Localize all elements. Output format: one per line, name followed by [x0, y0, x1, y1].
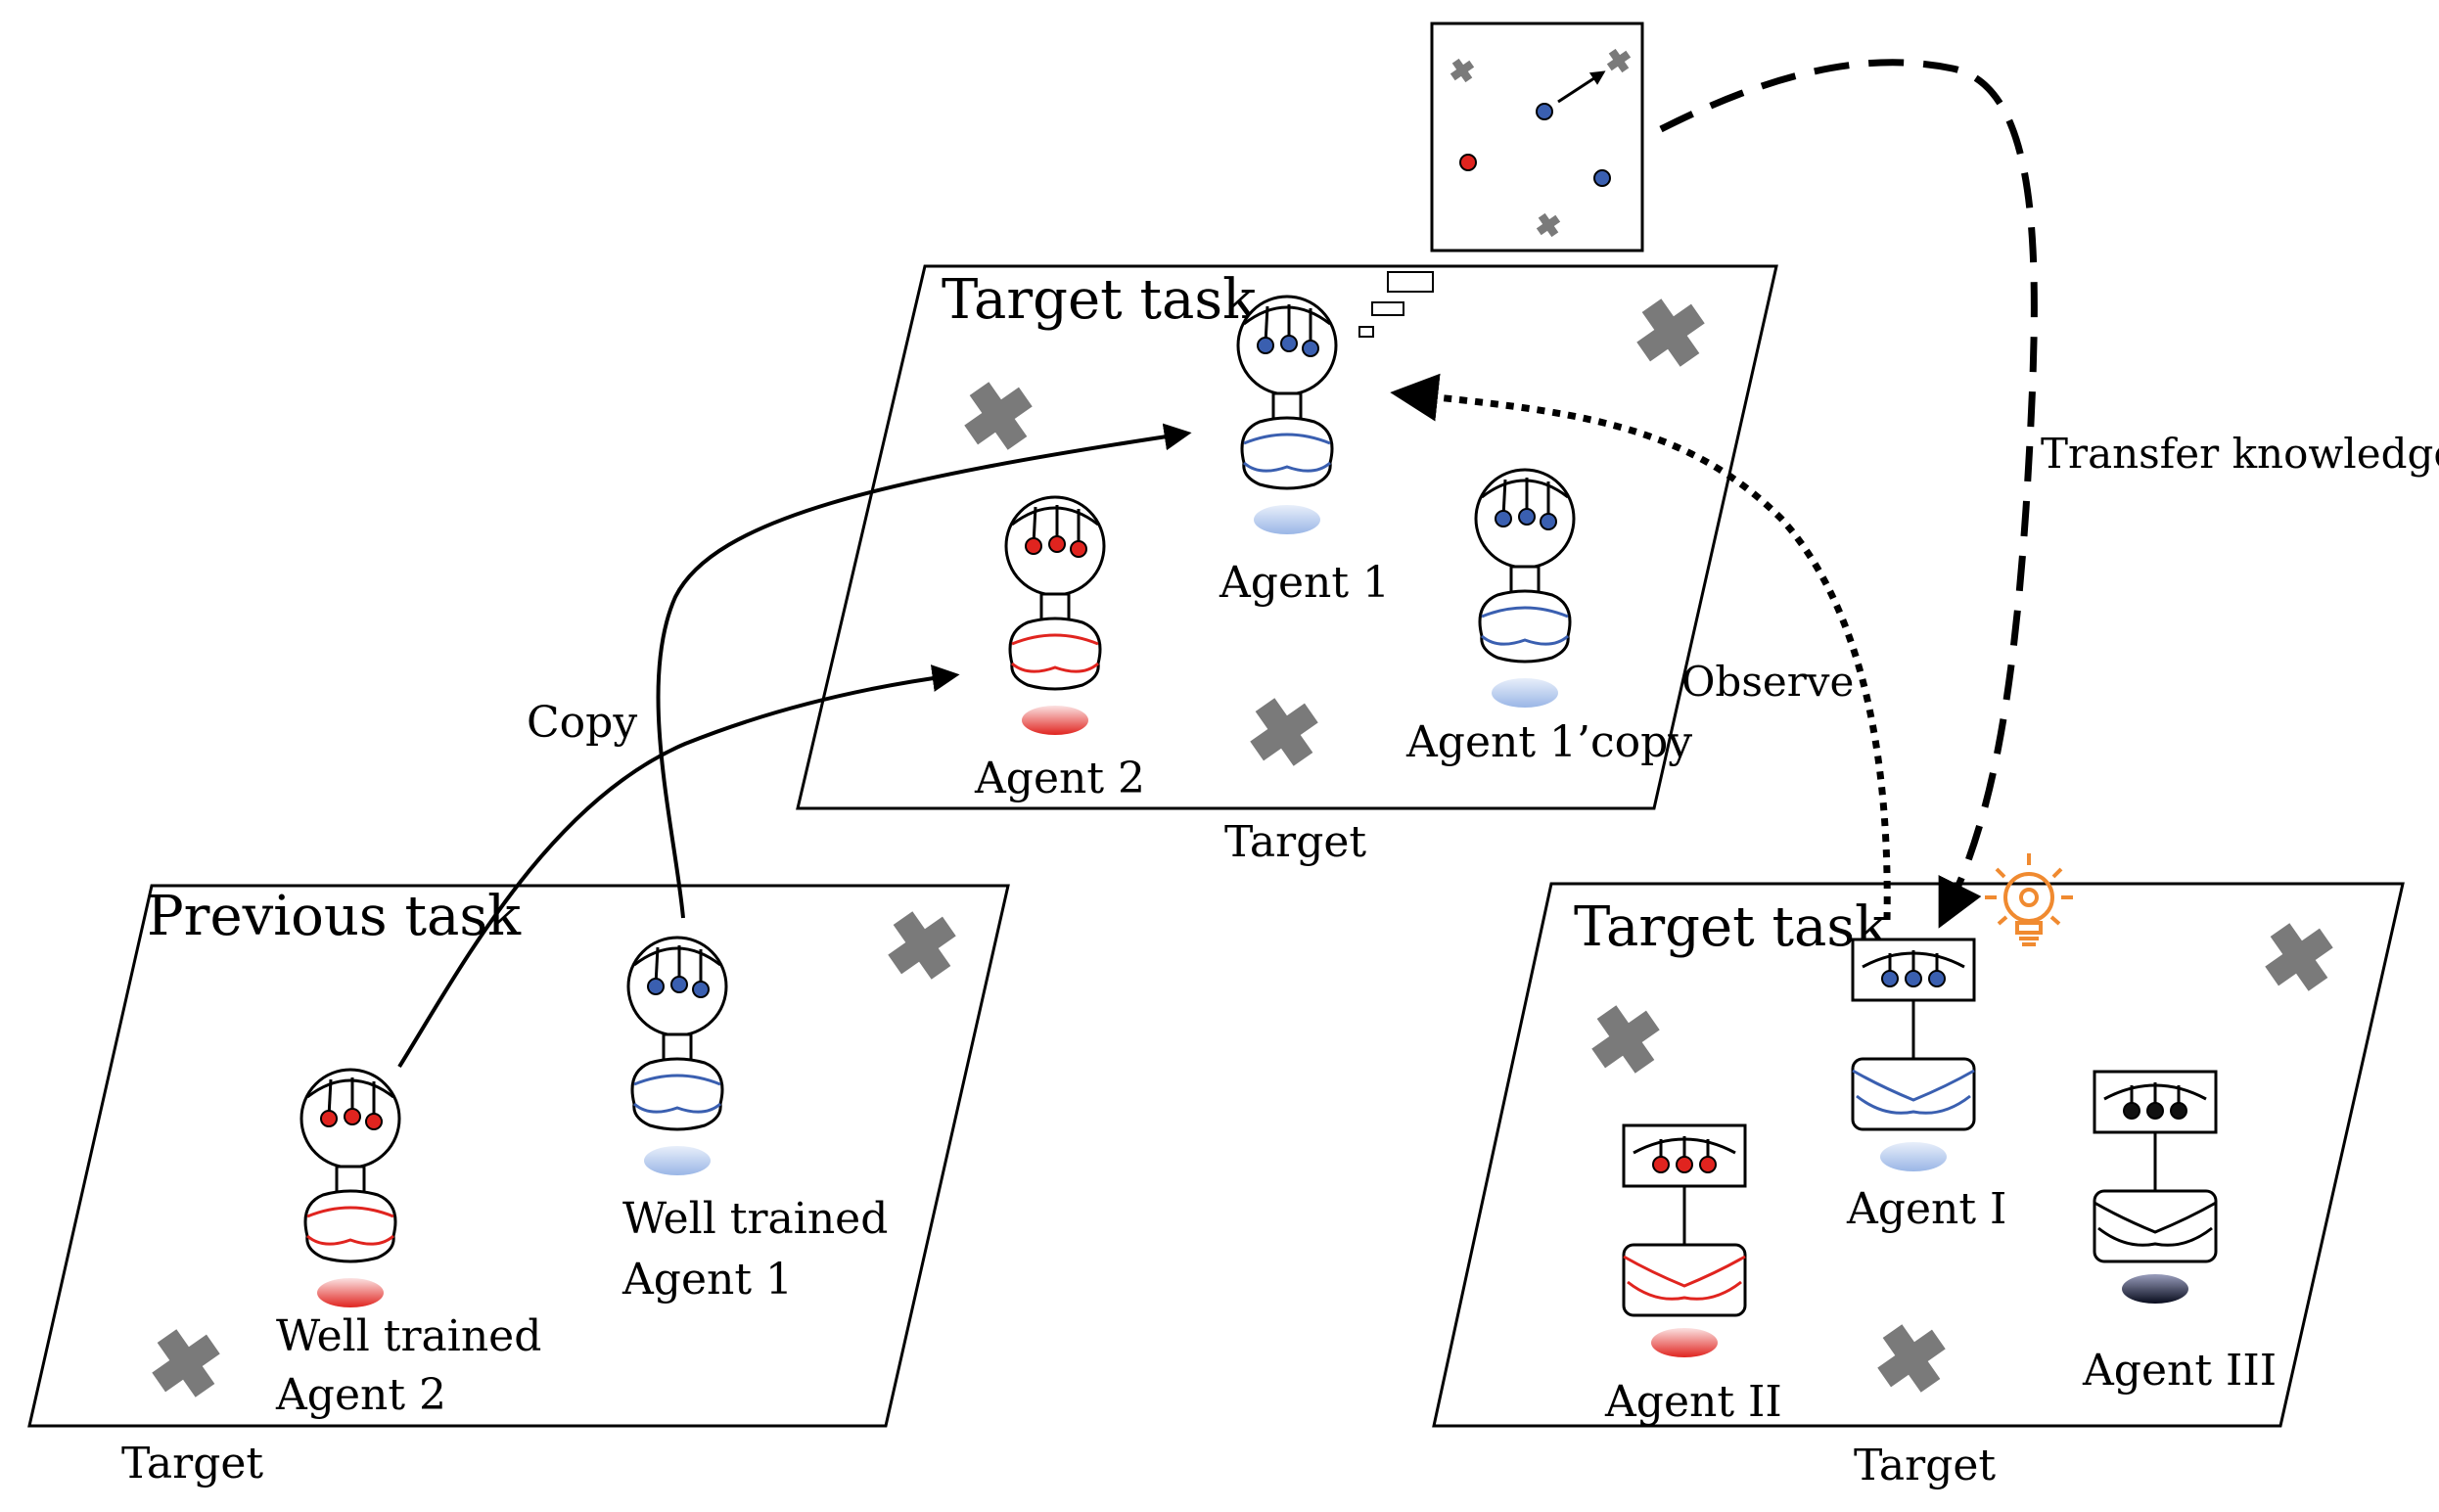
- middle-target-task-panel: Target task Agent 1 Agent 2 Agent 1’copy: [796, 264, 1778, 810]
- previous-panel-footer: Target: [121, 1439, 263, 1489]
- lightbulb-icon: [1985, 853, 2073, 946]
- copy-arrow-agent1: [656, 423, 1192, 919]
- well-trained-agent1-line2: Agent 1: [621, 1255, 793, 1305]
- agent-i-label: Agent I: [1846, 1184, 2006, 1234]
- transfer-knowledge-label: Transfer knowledge: [2041, 430, 2439, 478]
- copy-label: Copy: [527, 698, 637, 748]
- middle-panel-footer: Target: [1224, 817, 1366, 867]
- right-target-task-panel: Target task Agent I Agent II Agent III: [1432, 853, 2405, 1428]
- observe-label: Observe: [1681, 658, 1854, 706]
- middle-target-task-title: Target task: [942, 268, 1257, 332]
- well-trained-agent2-line2: Agent 2: [275, 1370, 446, 1420]
- agent-iii-label: Agent III: [2082, 1346, 2277, 1396]
- thought-bubble-icon: [1358, 271, 1434, 338]
- copy-arrow-agent2: [397, 664, 960, 1069]
- agent-1-label: Agent 1: [1219, 558, 1390, 608]
- right-target-task-title: Target task: [1574, 895, 1889, 959]
- previous-task-title: Previous task: [147, 885, 522, 948]
- well-trained-agent2-line1: Well trained: [276, 1311, 541, 1361]
- transfer-knowledge-arrow: [1659, 59, 2038, 929]
- agent-1-copy-label: Agent 1’copy: [1405, 717, 1692, 767]
- agent-ii-label: Agent II: [1604, 1377, 1782, 1427]
- well-trained-agent1-line1: Well trained: [622, 1194, 888, 1244]
- right-panel-footer: Target: [1854, 1441, 1996, 1490]
- previous-task-panel: Previous task Well trained Agent 2 Well …: [27, 884, 1010, 1428]
- observation-map-box: [1430, 22, 1644, 252]
- observe-arrow: [1390, 373, 1891, 921]
- agent-2-label: Agent 2: [974, 754, 1145, 803]
